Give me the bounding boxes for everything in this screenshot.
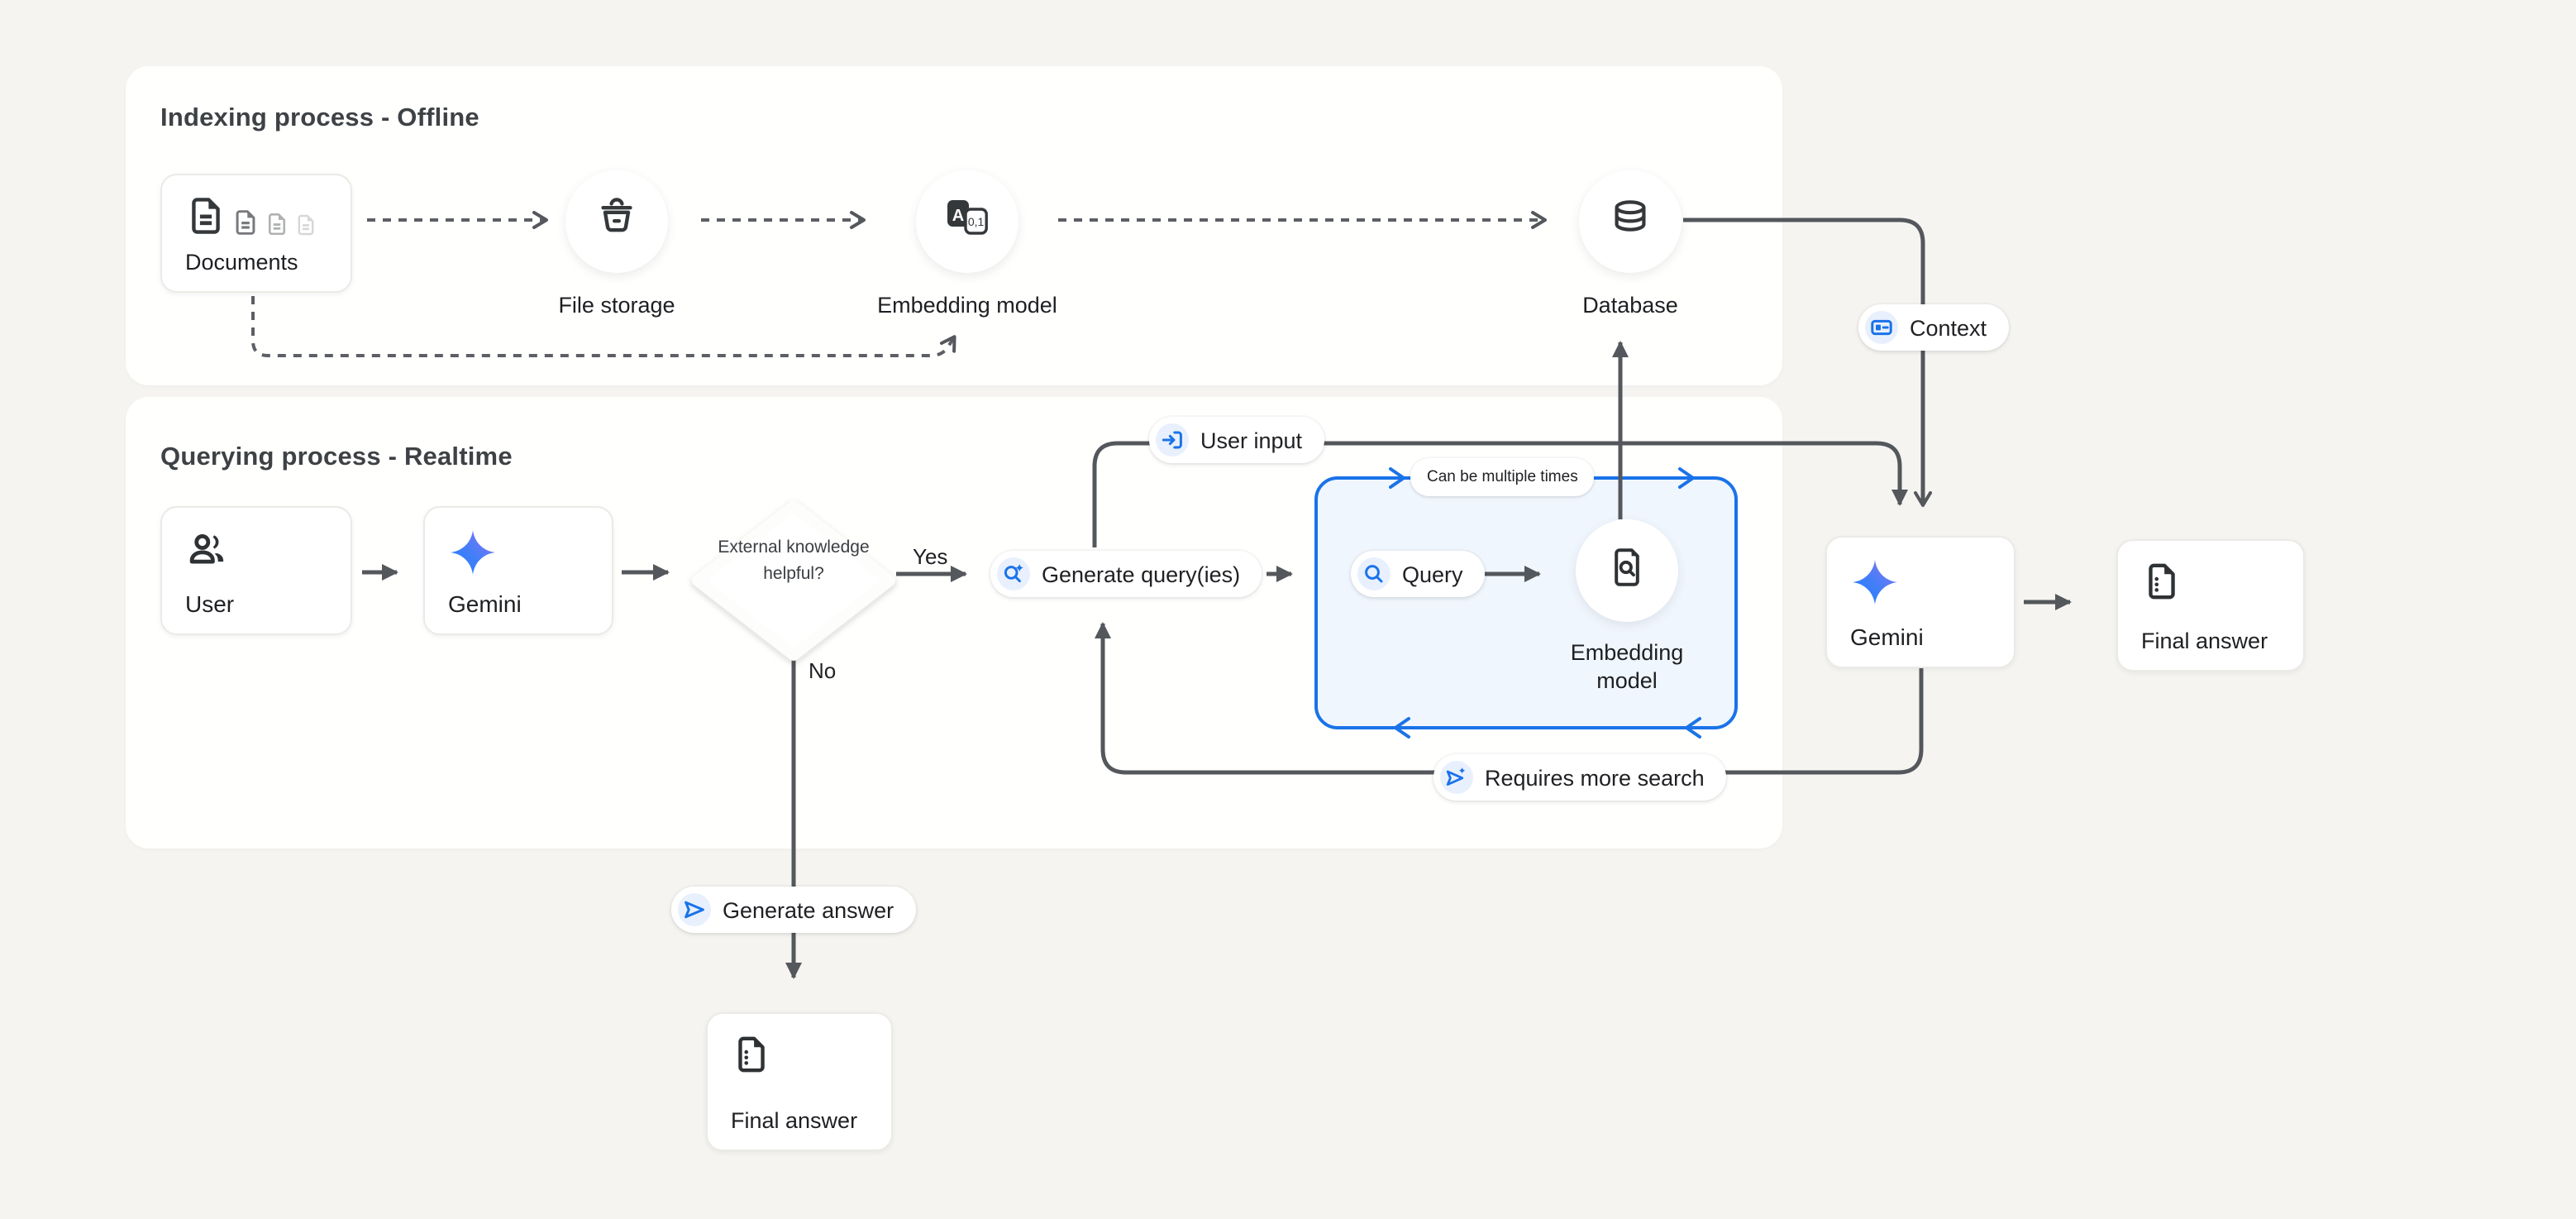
- search-sparkle-icon: [997, 557, 1030, 590]
- requires-more-search-label: Requires more search: [1485, 765, 1705, 790]
- embedding-model-offline-label: Embedding model: [877, 293, 1057, 318]
- file-storage-label: File storage: [558, 293, 675, 318]
- file-search-icon: [1604, 543, 1650, 598]
- search-icon: [1357, 557, 1391, 590]
- answer-document-icon: [731, 1034, 868, 1083]
- query-pill: Query: [1351, 551, 1485, 597]
- query-embedding-model-node: [1576, 519, 1678, 622]
- yes-label: Yes: [913, 544, 948, 569]
- file-storage-node: [565, 170, 668, 273]
- gemini-label: Gemini: [448, 590, 522, 617]
- gemini-final-node: Gemini: [1825, 536, 2015, 668]
- requires-more-search-pill: Requires more search: [1433, 754, 1726, 801]
- context-pill-label: Context: [1910, 315, 1987, 340]
- svg-text:0,1: 0,1: [968, 214, 985, 227]
- querying-panel-title: Querying process - Realtime: [160, 443, 513, 471]
- context-pill: Context: [1858, 304, 2009, 351]
- embedding-model-offline-node: A 0,1: [916, 170, 1018, 273]
- documents-label: Documents: [185, 250, 298, 275]
- gemini-star-icon: [448, 528, 589, 586]
- decision-label: External knowledge helpful?: [718, 538, 870, 583]
- bucket-icon: [594, 194, 640, 249]
- generate-queries-label: Generate query(ies): [1042, 562, 1241, 586]
- context-icon: [1865, 311, 1898, 344]
- answer-document-icon: [2141, 561, 2280, 610]
- no-label: No: [809, 658, 837, 683]
- generate-queries-pill: Generate query(ies): [990, 551, 1262, 597]
- documents-icon: [185, 195, 327, 237]
- can-be-multiple-times-pill: Can be multiple times: [1410, 458, 1595, 496]
- generate-answer-label: Generate answer: [723, 897, 894, 922]
- user-input-pill: User input: [1149, 417, 1324, 463]
- translate-tokens-icon: A 0,1: [942, 193, 992, 251]
- svg-text:A: A: [952, 206, 964, 224]
- gemini-star-icon: [1850, 557, 1991, 615]
- final-answer-no-branch-node: Final answer: [706, 1012, 893, 1151]
- indexing-panel-title: Indexing process - Offline: [160, 104, 479, 132]
- user-label: User: [185, 590, 235, 617]
- database-label: Database: [1582, 293, 1678, 318]
- gemini-final-label: Gemini: [1850, 624, 1924, 650]
- final-answer-no-branch-label: Final answer: [731, 1108, 858, 1133]
- user-icon: [185, 528, 327, 581]
- gemini-node: Gemini: [423, 506, 613, 635]
- user-node: User: [160, 506, 352, 635]
- final-answer-label: Final answer: [2141, 629, 2268, 653]
- login-icon: [1156, 423, 1189, 457]
- documents-node: Documents: [160, 174, 352, 293]
- generate-answer-pill: Generate answer: [671, 887, 916, 933]
- user-input-label: User input: [1200, 428, 1303, 452]
- query-embedding-model-label: Embedding model: [1570, 640, 1684, 693]
- send-sparkle-icon: [1440, 761, 1473, 794]
- database-node: [1579, 170, 1682, 273]
- database-icon: [1607, 194, 1653, 249]
- query-label: Query: [1402, 562, 1463, 586]
- final-answer-node: Final answer: [2116, 539, 2305, 672]
- send-icon: [678, 893, 711, 926]
